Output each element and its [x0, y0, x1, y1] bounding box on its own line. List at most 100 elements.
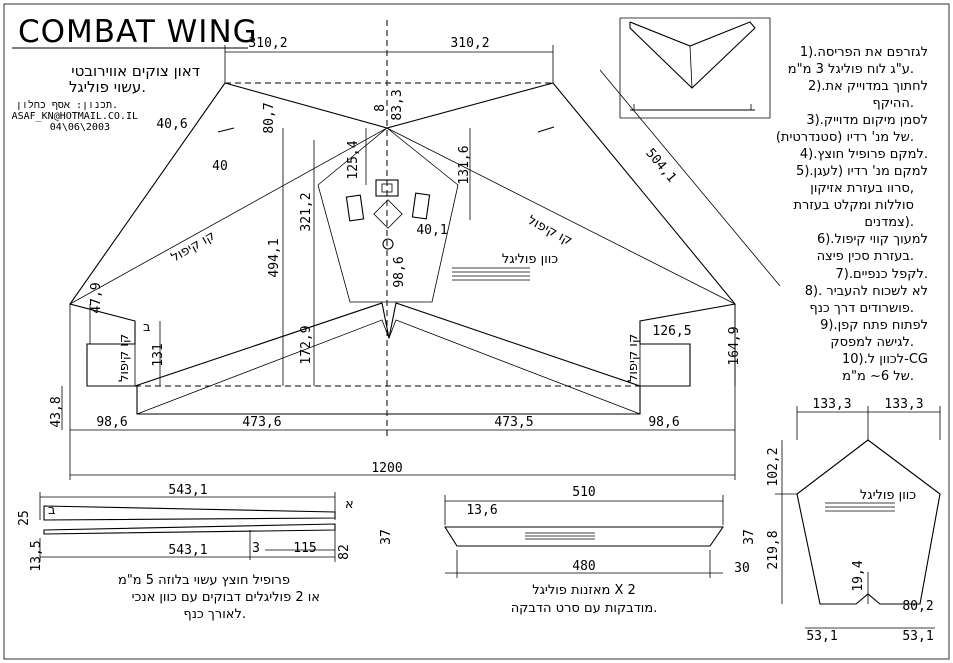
- instruction-line: לגישה למפסק.: [830, 335, 914, 350]
- dim-43-8: 43,8: [49, 396, 64, 427]
- profile-dim-82: 82: [337, 544, 352, 560]
- profile-dim-3: 3: [252, 541, 260, 556]
- elevon-dim-30: 30: [734, 561, 750, 576]
- dim-80-7: 80,7: [262, 102, 277, 133]
- instruction-line: 9).לפתוח פתח קפן: [820, 318, 928, 333]
- pentagon-dim-133-3-left: 133,3: [812, 397, 851, 412]
- slot-left: [217, 127, 235, 133]
- pentagon-dim-102-2: 102,2: [766, 447, 781, 486]
- elevon-dim-13-6: 13,6: [466, 503, 497, 518]
- servo-left: [345, 194, 365, 222]
- elevon-grain-hatch: [525, 532, 595, 540]
- profile-drawing: [39, 492, 336, 562]
- instruction-line: סרוו בעזרת אזיקון,: [810, 181, 914, 196]
- profile-dim-543-1-top: 543,1: [168, 483, 207, 498]
- grain-label: כוון פוליגל: [502, 252, 558, 267]
- fold-label-left: קו קיפול: [169, 228, 218, 265]
- dim-126-5: 126,5: [652, 324, 691, 339]
- instruction-line: 1).לגזרפם את הפריסה: [800, 45, 928, 60]
- dim-164-9: 164,9: [727, 326, 742, 365]
- instruction-line: 2).לחתוך במדוייק את: [808, 79, 928, 94]
- profile-caption-3: לאורך כנף.: [183, 607, 246, 622]
- dim-overall-1200: 1200: [371, 461, 402, 476]
- instruction-line: סוללות ומקלט בעזרת: [793, 198, 914, 213]
- tip-fold-label-right: קו קיפול: [626, 334, 641, 382]
- dim-504-1: 504,1: [642, 146, 679, 186]
- pentagon-grain-label: כוון פוליגל: [860, 488, 916, 503]
- sheet-border: [3, 3, 950, 660]
- instruction-line: של מנ' רדיו (סטנדרטית).: [776, 130, 914, 145]
- instruction-line: צמדנים).: [864, 215, 914, 230]
- dim-bottom-473-5: 473,5: [494, 415, 533, 430]
- dim-40: 40: [212, 159, 228, 174]
- radio-bay-outline: [317, 127, 459, 303]
- elevon-dim-480: 480: [572, 559, 595, 574]
- elevon-dim-510: 510: [572, 485, 595, 500]
- dim-131-6: 131,6: [457, 145, 472, 184]
- grain-hatch: [452, 267, 530, 281]
- elevon-dim-37-left: 37: [379, 529, 394, 545]
- tip-letter: ב: [143, 320, 151, 335]
- instruction-line: ההיקף.: [872, 96, 914, 111]
- dim-8: 8: [373, 104, 388, 112]
- fold-line-left: [69, 127, 388, 305]
- instruction-line: 7).לקפל כנפיים.: [835, 267, 928, 282]
- elevon-caption-1: מאזנות פוליגל X 2: [532, 583, 636, 598]
- instruction-line: ע"ג לוח פוליגל 3 מ"מ.: [788, 62, 914, 77]
- dim-98-6-vertical: 98,6: [392, 256, 407, 287]
- instruction-line: בעזרת סכין פיצה.: [817, 249, 914, 264]
- dim-47-9: 47,9: [89, 282, 104, 313]
- dim-172-9: 172,9: [299, 325, 314, 364]
- dim-bottom-473-6: 473,6: [242, 415, 281, 430]
- instruction-line: 10).לכוון ל-CG: [842, 352, 928, 367]
- front-view: [619, 17, 771, 119]
- author-name: תכנון: אסף כחלון.: [16, 99, 118, 111]
- dim-top-left: 310,2: [248, 36, 287, 51]
- instruction-line: 5).למקם מנ' רדיו (לעגן: [796, 164, 928, 179]
- wing-planform: [69, 20, 737, 440]
- pentagon-dim-53-1-right: 53,1: [902, 629, 933, 644]
- dim-131: 131: [151, 343, 166, 366]
- pentagon-dim-80-2: 80,2: [902, 599, 933, 614]
- dim-bottom-98-6-right: 98,6: [648, 415, 679, 430]
- cg-marker-icon: [382, 238, 394, 250]
- pentagon-grain-hatch: [825, 502, 895, 512]
- dim-40-1: 40,1: [416, 223, 447, 238]
- main-dimensions: [61, 45, 781, 480]
- pentagon-dim-133-3-right: 133,3: [884, 397, 923, 412]
- profile-caption-2: או 2 פוליגלים דבוקים עם כוון אנכי: [132, 590, 320, 605]
- profile-letter-b: ב: [48, 503, 56, 518]
- subtitle-line-1: דאון צוקים אווירובטי: [71, 62, 200, 80]
- dim-top-right: 310,2: [450, 36, 489, 51]
- profile-dim-115: 115: [293, 541, 316, 556]
- receiver-inner: [381, 183, 393, 193]
- slot-right: [537, 126, 555, 133]
- dim-321-2: 321,2: [299, 192, 314, 231]
- fold-line-right: [386, 127, 736, 305]
- instructions-list: 1).לגזרפם את הפריסה ע"ג לוח פוליגל 3 מ"מ…: [776, 45, 928, 384]
- dim-125-4: 125,4: [346, 140, 361, 179]
- pentagon-drawing: [775, 406, 941, 629]
- profile-dim-25: 25: [17, 510, 32, 526]
- subtitle-line-2: עשוי פוליגל.: [69, 78, 146, 96]
- pentagon-dim-53-1-left: 53,1: [806, 629, 837, 644]
- receiver-box: [375, 179, 399, 197]
- elevon-hinge: [136, 319, 641, 415]
- instruction-line: 4).למקם פרופיל חוצץ.: [800, 147, 928, 162]
- dim-40-6: 40,6: [156, 117, 187, 132]
- instruction-line: 3).לסמן מיקום מדוייק: [806, 113, 928, 128]
- elevon-caption-2: מודבקות עם סרט הדבקה.: [511, 601, 658, 616]
- elevon-drawing: [444, 495, 725, 578]
- author-date: 04\06\2003: [50, 122, 110, 133]
- dim-83-3: 83,3: [390, 89, 405, 120]
- instruction-line: של 6~ מ"מ.: [842, 369, 914, 384]
- profile-dim-543-1-bottom: 543,1: [168, 543, 207, 558]
- pentagon-dim-219-8: 219,8: [766, 530, 781, 569]
- instruction-line: 6).למעוך קווי קיפול: [817, 232, 928, 247]
- elevon-dim-37-right: 37: [742, 529, 757, 545]
- pentagon-dim-19-4: 19,4: [851, 560, 866, 591]
- profile-caption-1: פרופיל חוצץ עשוי בלוזה 5 מ"מ: [118, 573, 290, 588]
- dim-bottom-98-6-left: 98,6: [96, 415, 127, 430]
- servo-right: [411, 192, 431, 220]
